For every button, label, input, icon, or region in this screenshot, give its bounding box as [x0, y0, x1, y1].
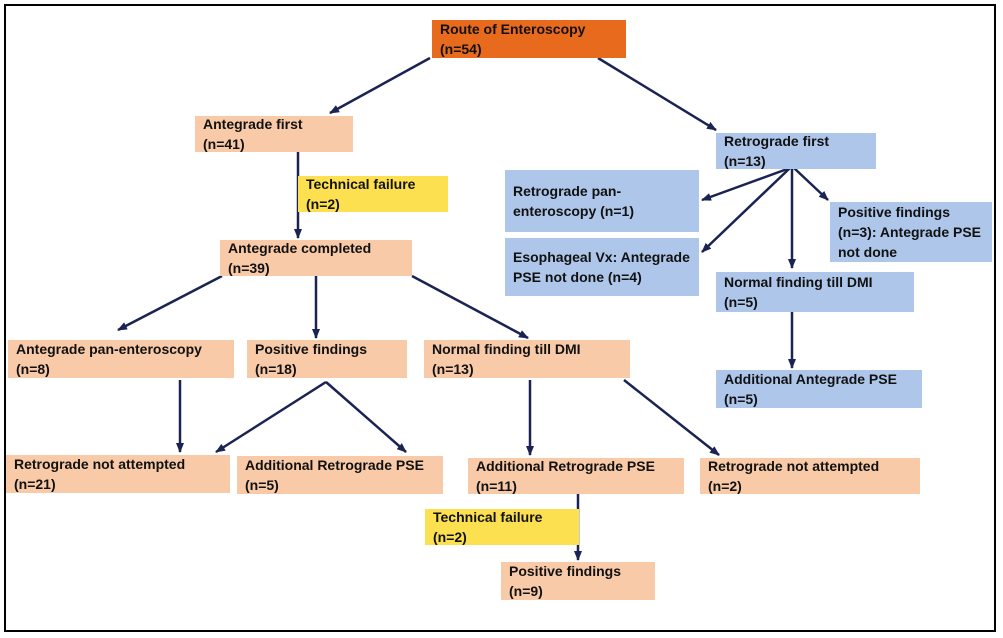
- node-normal-finding-13: Normal finding till DMI (n=13): [424, 340, 630, 378]
- arrow-retrograde-first-to-esophageal: [701, 167, 791, 253]
- node-retrograde-pan-enteroscopy: Retrograde pan-enteroscopy (n=1): [505, 170, 699, 232]
- arrow-root-to-antegrade-first: [329, 56, 431, 115]
- node-normal-finding-5: Normal finding till DMI (n=5): [716, 272, 914, 312]
- node-route-of-enteroscopy: Route of Enteroscopy (n=54): [432, 20, 626, 58]
- node-additional-retrograde-5: Additional Retrograde PSE (n=5): [237, 456, 443, 494]
- arrow-retrograde-first-to-pan: [701, 166, 791, 202]
- arrow-root-to-retrograde-first: [597, 56, 717, 132]
- arrow-completed-to-pan: [117, 274, 223, 332]
- node-antegrade-completed: Antegrade completed (n=39): [220, 240, 412, 276]
- node-retrograde-first: Retrograde first (n=13): [716, 133, 876, 169]
- node-antegrade-pan-enteroscopy: Antegrade pan-enteroscopy (n=8): [8, 340, 234, 378]
- node-positive-findings-18: Positive findings (n=18): [247, 340, 407, 378]
- arrow-retrograde-first-to-positive-3: [793, 167, 829, 201]
- node-additional-retrograde-11: Additional Retrograde PSE (n=11): [468, 458, 684, 494]
- node-positive-findings-9: Positive findings (n=9): [501, 562, 655, 600]
- node-antegrade-first: Antegrade first (n=41): [195, 116, 353, 152]
- arrow-completed-to-normal-13: [411, 274, 529, 340]
- node-additional-antegrade-5: Additional Antegrade PSE (n=5): [716, 370, 922, 408]
- arrow-positive-18-to-retro-not-21: [215, 380, 327, 454]
- node-retrograde-not-attempted-21: Retrograde not attempted (n=21): [6, 455, 230, 493]
- node-retrograde-not-attempted-2: Retrograde not attempted (n=2): [700, 458, 920, 494]
- node-positive-findings-3: Positive findings (n=3): Antegrade PSE n…: [830, 202, 992, 262]
- arrow-normal-13-to-retro-not-2: [623, 379, 720, 456]
- node-esophageal-vx: Esophageal Vx: Antegrade PSE not done (n…: [505, 238, 699, 296]
- node-technical-failure-1: Technical failure (n=2): [298, 176, 448, 212]
- arrow-positive-18-to-additional-retro-5: [325, 381, 407, 453]
- node-technical-failure-2: Technical failure (n=2): [425, 509, 579, 545]
